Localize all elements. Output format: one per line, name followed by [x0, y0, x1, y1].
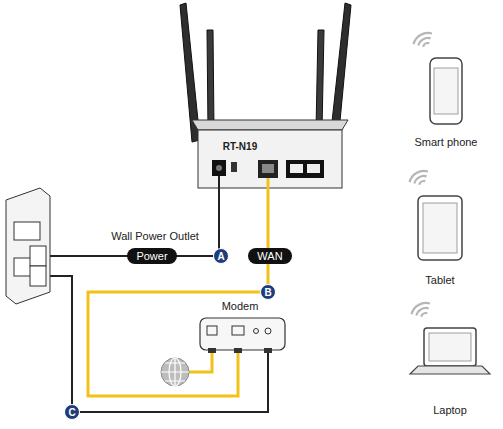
part-label: RT-N19	[221, 141, 259, 152]
wall-outlet-part	[30, 266, 46, 286]
wifi-symbol-part	[420, 312, 427, 317]
wifi-symbol-part	[407, 168, 428, 182]
wifi-symbol-part	[411, 30, 432, 44]
smart-phone-part	[434, 68, 458, 114]
callout-letter: C	[64, 404, 80, 420]
wall-outlet-part	[30, 246, 46, 266]
modem-device	[200, 318, 285, 353]
node-text: WAN	[257, 250, 282, 262]
router-body	[192, 120, 348, 188]
internet-globe-part	[169, 358, 181, 386]
router-body-part	[192, 120, 348, 130]
callout-letter: B	[260, 284, 276, 300]
smart-phone	[430, 58, 462, 124]
internet-globe-part	[161, 358, 189, 386]
wall-outlet-part	[14, 222, 40, 240]
modem-device-part	[265, 328, 271, 334]
smart-phone-part	[430, 58, 462, 124]
laptop-part	[424, 328, 476, 366]
modem-device-part	[207, 326, 217, 335]
internet-globe	[161, 358, 189, 386]
cable-tag: WAN	[248, 248, 291, 264]
modem-device-part	[254, 329, 259, 334]
router-body-part	[216, 165, 222, 171]
cable-tag: Power	[127, 248, 176, 264]
ethernet-cable	[88, 178, 268, 396]
laptop-part	[410, 366, 490, 374]
internet-globe-part	[161, 358, 189, 386]
wifi-symbol-part	[409, 300, 430, 314]
wifi-symbol-part	[418, 180, 425, 185]
laptop-part	[429, 333, 471, 361]
wall-outlet	[6, 188, 50, 304]
node-text: B	[264, 287, 271, 298]
laptop	[410, 328, 490, 374]
router-body-part	[290, 164, 303, 173]
part-label: Laptop	[431, 404, 469, 416]
router-body-part	[307, 164, 320, 173]
router-body-part	[262, 164, 274, 173]
power-cable	[46, 176, 268, 412]
part-label: Wall Power Outlet	[109, 230, 201, 242]
part-label: Smart phone	[413, 136, 480, 148]
modem-device-part	[264, 348, 272, 353]
tablet-part	[423, 203, 457, 253]
router-body-part	[286, 160, 324, 178]
router-body-part	[212, 160, 226, 176]
modem-device-part	[232, 326, 244, 335]
antenna	[180, 3, 351, 142]
node-text: Power	[136, 250, 167, 262]
router-body-part	[231, 162, 237, 172]
antenna-part	[207, 30, 214, 130]
wall-outlet-part	[6, 188, 50, 304]
power-cable-part	[46, 176, 219, 256]
tablet	[418, 196, 462, 260]
modem-device-part	[208, 348, 216, 353]
router-body-part	[258, 160, 278, 178]
modem-device-part	[200, 318, 285, 350]
part-label: Modem	[220, 300, 261, 312]
tablet-part	[418, 196, 462, 260]
wifi-symbol-part	[422, 42, 429, 47]
part-label: Tablet	[423, 274, 456, 286]
modem-device-part	[234, 348, 242, 353]
ethernet-cable-part	[88, 178, 268, 396]
callout-letter: A	[213, 248, 229, 264]
node-text: C	[68, 407, 75, 418]
antenna-part	[316, 30, 324, 130]
ethernet-cable-part	[189, 350, 212, 372]
node-text: A	[217, 251, 224, 262]
